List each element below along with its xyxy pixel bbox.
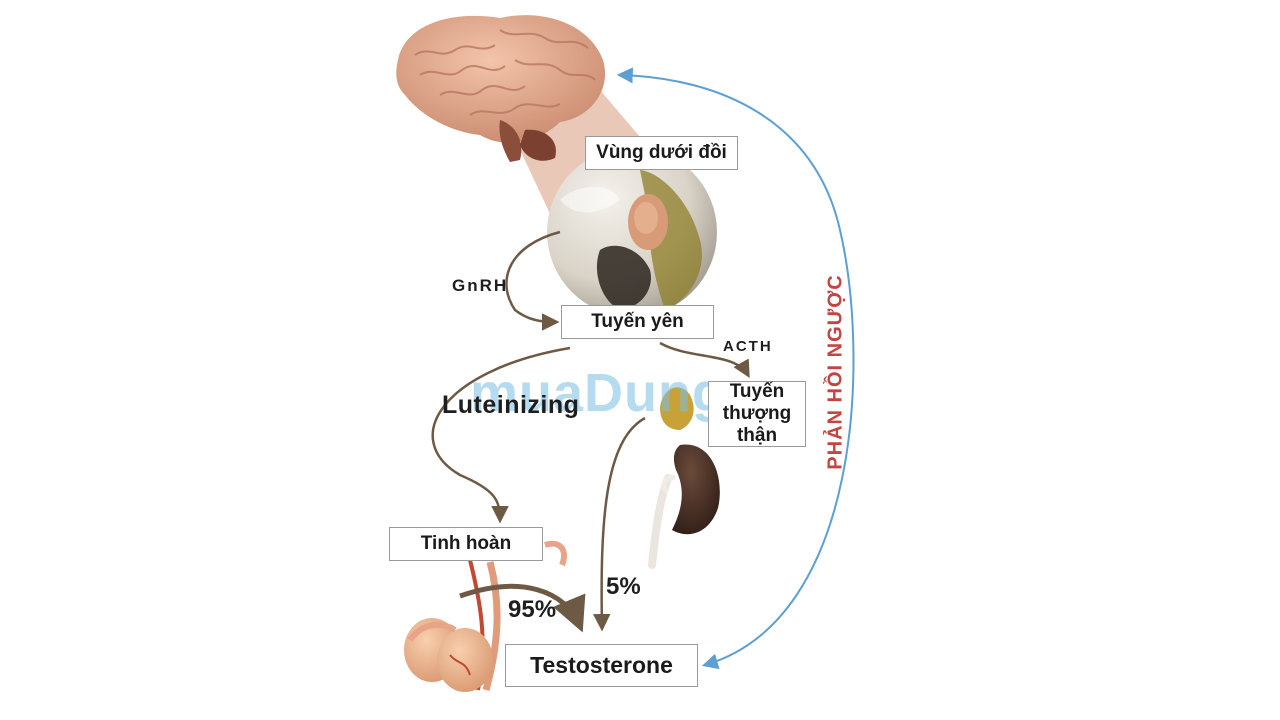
brain-image — [396, 15, 606, 162]
pituitary-box: Tuyến yên — [561, 305, 714, 339]
testes-label: Tinh hoàn — [420, 533, 512, 555]
arrow-luteinizing — [431, 346, 571, 524]
pituitary-label: Tuyến yên — [591, 311, 684, 333]
hypothalamus-box: Vùng dưới đồi — [585, 136, 738, 170]
acth-label: ACTH — [723, 338, 773, 355]
arrow-gnrh — [505, 230, 561, 331]
testes-image — [404, 540, 567, 692]
adrenal-box: Tuyến thượng thận — [708, 381, 806, 447]
adrenal-label-line1: Tuyến — [729, 381, 785, 403]
testosterone-label: Testosterone — [530, 652, 673, 679]
testosterone-box: Testosterone — [505, 644, 698, 687]
testes-percent-label: 95% — [508, 596, 557, 623]
arrow-feedback — [616, 67, 855, 670]
hypothalamus-closeup-image — [547, 147, 717, 317]
adrenal-label-line2: thượng thận — [722, 403, 792, 446]
feedback-label: PHẢN HỒI NGƯỢC — [824, 274, 847, 470]
testes-box: Tinh hoàn — [389, 527, 543, 561]
adrenal-percent-label: 5% — [606, 573, 641, 600]
luteinizing-label: Luteinizing — [442, 391, 580, 419]
hypothalamus-label: Vùng dưới đồi — [596, 142, 727, 164]
gnrh-label: GnRH — [452, 276, 509, 295]
arrow-testes-testosterone — [459, 583, 586, 633]
